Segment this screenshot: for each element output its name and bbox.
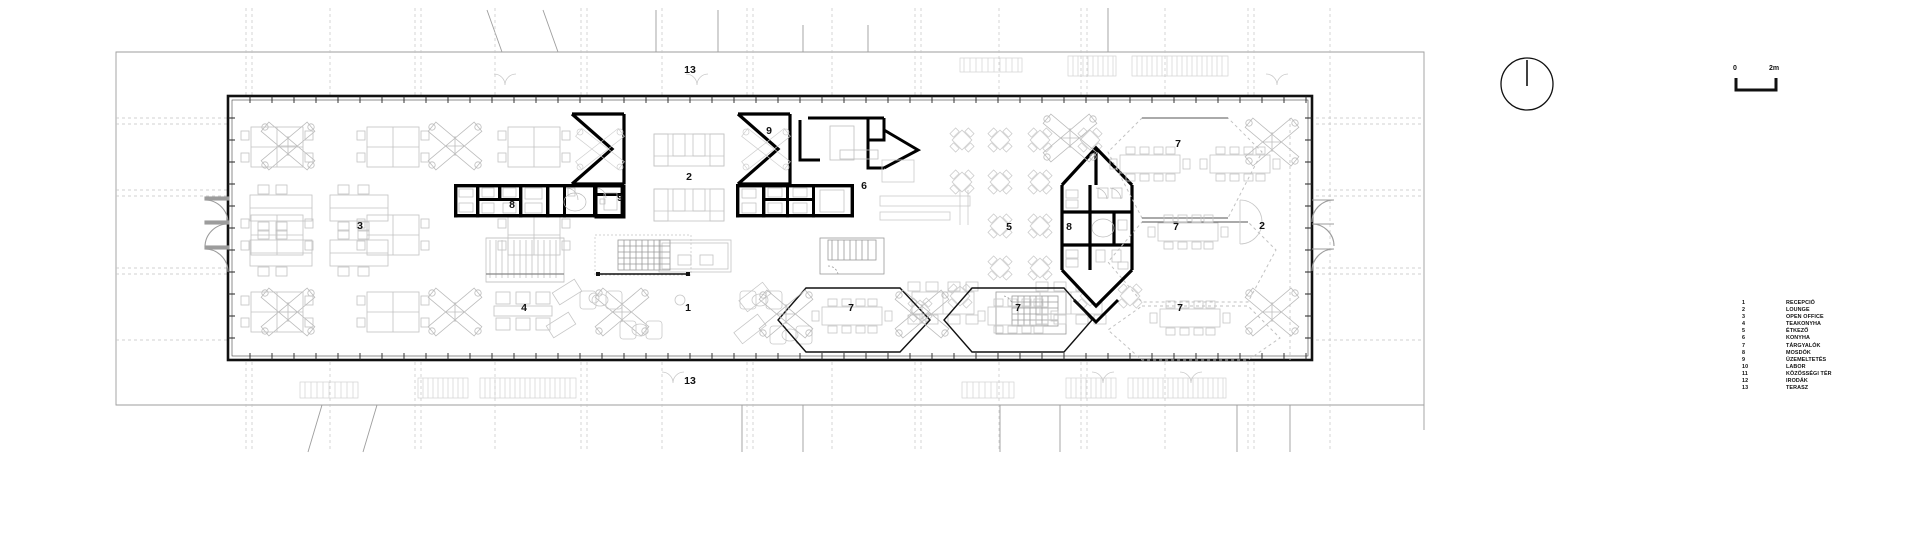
landscape-hatch-top xyxy=(959,55,1229,77)
scale-bar: 0 2m xyxy=(1733,65,1803,99)
legend-number: 5 xyxy=(1742,328,1746,335)
legend-number: 4 xyxy=(1742,321,1746,328)
legend-label: TÁRGYALÓK xyxy=(1786,342,1821,349)
room-number-label: 1 xyxy=(685,302,691,314)
legend-number: 9 xyxy=(1742,356,1746,363)
room-number-label: 7 xyxy=(1177,302,1183,314)
facade-mullions xyxy=(228,96,1312,360)
legend-row: 12 IRODÁK xyxy=(1742,378,1832,385)
restroom-core-right xyxy=(1060,145,1134,325)
vegetation-arcs xyxy=(493,73,1289,384)
legend-number: 12 xyxy=(1742,378,1749,385)
legend-number: 8 xyxy=(1742,349,1746,356)
room-number-label: 9 xyxy=(617,192,623,204)
legend-number: 3 xyxy=(1742,314,1746,321)
room-number-label: 7 xyxy=(1015,302,1021,314)
hex-meeting-room-bottom-center xyxy=(943,287,1093,353)
room-number-label: 5 xyxy=(1006,221,1012,233)
operations-room-right xyxy=(736,112,922,186)
entry-doors-right xyxy=(1311,199,1335,272)
legend-label: TERASZ xyxy=(1786,385,1809,392)
legend-label: IRODÁK xyxy=(1786,378,1808,385)
room-number-labels: 13 13 3 4 8 9 2 1 9 6 7 5 7 8 7 7 7 2 xyxy=(357,64,1265,387)
reception-area-furniture xyxy=(545,278,813,345)
legend-label: OPEN OFFICE xyxy=(1786,314,1824,321)
legend-row: 7 TÁRGYALÓK xyxy=(1742,343,1832,350)
legend-row: 8 MOSDÓK xyxy=(1742,350,1832,357)
scale-bar-graphic xyxy=(1734,78,1778,92)
legend-row: 5 ÉTKEZŐ xyxy=(1742,328,1832,335)
legend-row: 6 KONYHA xyxy=(1742,335,1832,342)
room-number-label: 7 xyxy=(848,302,854,314)
room-number-label: 4 xyxy=(521,302,527,314)
entry-doors-left xyxy=(204,196,230,273)
site-context-layer xyxy=(115,8,1425,453)
legend-number: 13 xyxy=(1742,385,1749,392)
room-number-label: 8 xyxy=(509,199,515,211)
legend-label: MOSDÓK xyxy=(1786,349,1811,356)
legend-label: ÜZEMELTETÉS xyxy=(1786,356,1827,363)
legend-number: 10 xyxy=(1742,363,1749,370)
hex-meeting-room-top xyxy=(1107,117,1281,219)
legend-label: TEAKONYHA xyxy=(1786,321,1822,328)
legend-row: 10 LABOR xyxy=(1742,364,1832,371)
room-number-label: 2 xyxy=(1259,220,1265,232)
scale-start-label: 0 xyxy=(1733,65,1737,72)
lounge-right-furniture xyxy=(1239,117,1300,360)
kitchen-fittings xyxy=(879,159,971,225)
north-arrow xyxy=(1500,57,1554,111)
legend-label: ÉTKEZŐ xyxy=(1786,328,1809,335)
legend-row: 13 TERASZ xyxy=(1742,385,1832,392)
legend-table: 1 RECEPCIÓ 2 LOUNGE 3 OPEN OFFICE 4 TEAKONYHA 5 É… xyxy=(1742,300,1832,392)
legend-row: 3 OPEN OFFICE xyxy=(1742,314,1832,321)
room-number-label: 13 xyxy=(684,64,696,76)
room-number-label: 8 xyxy=(1066,221,1072,233)
restroom-strip-center xyxy=(736,184,854,218)
room-number-label: 3 xyxy=(357,220,363,232)
legend-number: 1 xyxy=(1742,300,1746,306)
legend-row: 9 ÜZEMELTETÉS xyxy=(1742,357,1832,364)
stair-left xyxy=(594,234,692,276)
open-office-furniture xyxy=(240,121,650,337)
room-number-label: 13 xyxy=(684,375,696,387)
room-number-label: 6 xyxy=(861,180,867,192)
operations-room-left xyxy=(570,112,626,219)
legend-number: 6 xyxy=(1742,335,1746,342)
legend-label: RECEPCIÓ xyxy=(1786,300,1815,306)
legend-row: 4 TEAKONYHA xyxy=(1742,321,1832,328)
landscape-hatch-bottom xyxy=(299,377,1227,399)
room-number-label: 9 xyxy=(766,125,772,137)
legend-row: 1 RECEPCIÓ xyxy=(1742,300,1832,307)
legend-row: 11 KÖZÖSSÉGI TÉR xyxy=(1742,371,1832,378)
legend-label: LOUNGE xyxy=(1786,307,1810,314)
room-number-label: 7 xyxy=(1173,221,1179,233)
legend-row: 2 LOUNGE xyxy=(1742,307,1832,314)
stair-center xyxy=(819,237,885,275)
scale-end-label: 2m xyxy=(1769,65,1780,72)
legend-number: 2 xyxy=(1742,307,1746,314)
legend-label: KÖZÖSSÉGI TÉR xyxy=(1786,370,1832,377)
hex-meeting-room-mid xyxy=(1107,214,1277,303)
legend-number: 11 xyxy=(1742,370,1748,377)
legend-number: 7 xyxy=(1742,342,1746,349)
room-number-label: 2 xyxy=(686,171,692,183)
hex-meeting-room-bottom-left xyxy=(758,287,950,353)
legend-label: KONYHA xyxy=(1786,335,1810,342)
tea-kitchen-furniture xyxy=(485,237,565,331)
legend: 1 RECEPCIÓ 2 LOUNGE 3 OPEN OFFICE 4 TEAKONYHA 5 É… xyxy=(1742,300,1892,392)
lounge-furniture-center xyxy=(653,133,732,273)
legend-label: LABOR xyxy=(1786,363,1806,370)
room-number-label: 7 xyxy=(1175,138,1181,150)
